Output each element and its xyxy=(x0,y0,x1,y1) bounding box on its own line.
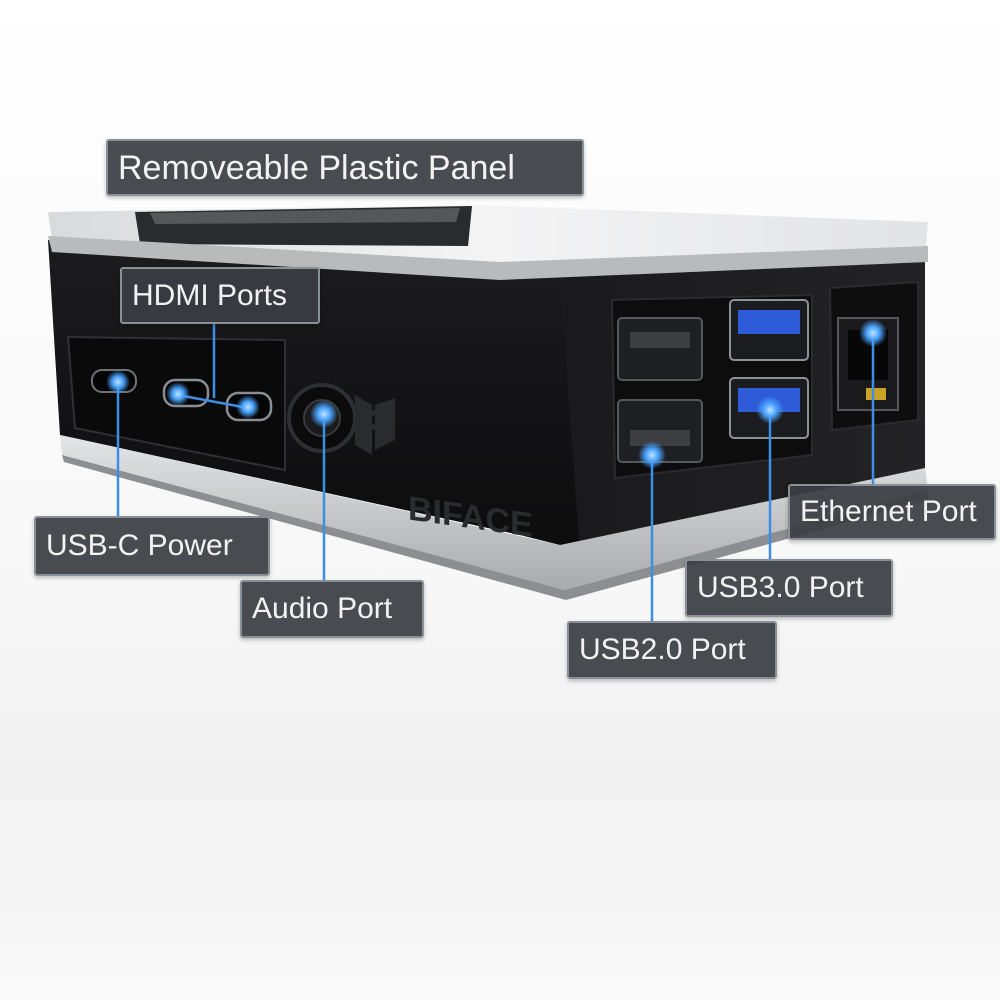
usb-c-power-label: USB-C Power xyxy=(34,516,270,576)
base-rim xyxy=(60,435,928,590)
hdmi-ports-label: HDMI Ports xyxy=(120,267,320,324)
usb2-port-label: USB2.0 Port xyxy=(567,621,777,679)
audio-port-label: Audio Port xyxy=(240,580,424,638)
port-glow-markers xyxy=(106,319,887,469)
usb3-port-label: USB3.0 Port xyxy=(685,559,893,617)
removable-panel-label: Removeable Plastic Panel xyxy=(106,139,584,196)
usb3-port-top xyxy=(729,299,809,361)
removable-panel-highlight xyxy=(150,208,460,224)
brand-logo-emblem xyxy=(355,395,395,455)
floor-band xyxy=(0,800,1000,875)
ethernet-port-label: Ethernet Port xyxy=(788,484,996,540)
usb2-port-top xyxy=(617,317,703,381)
lid-edge xyxy=(48,236,928,280)
leader-lines xyxy=(116,324,875,621)
